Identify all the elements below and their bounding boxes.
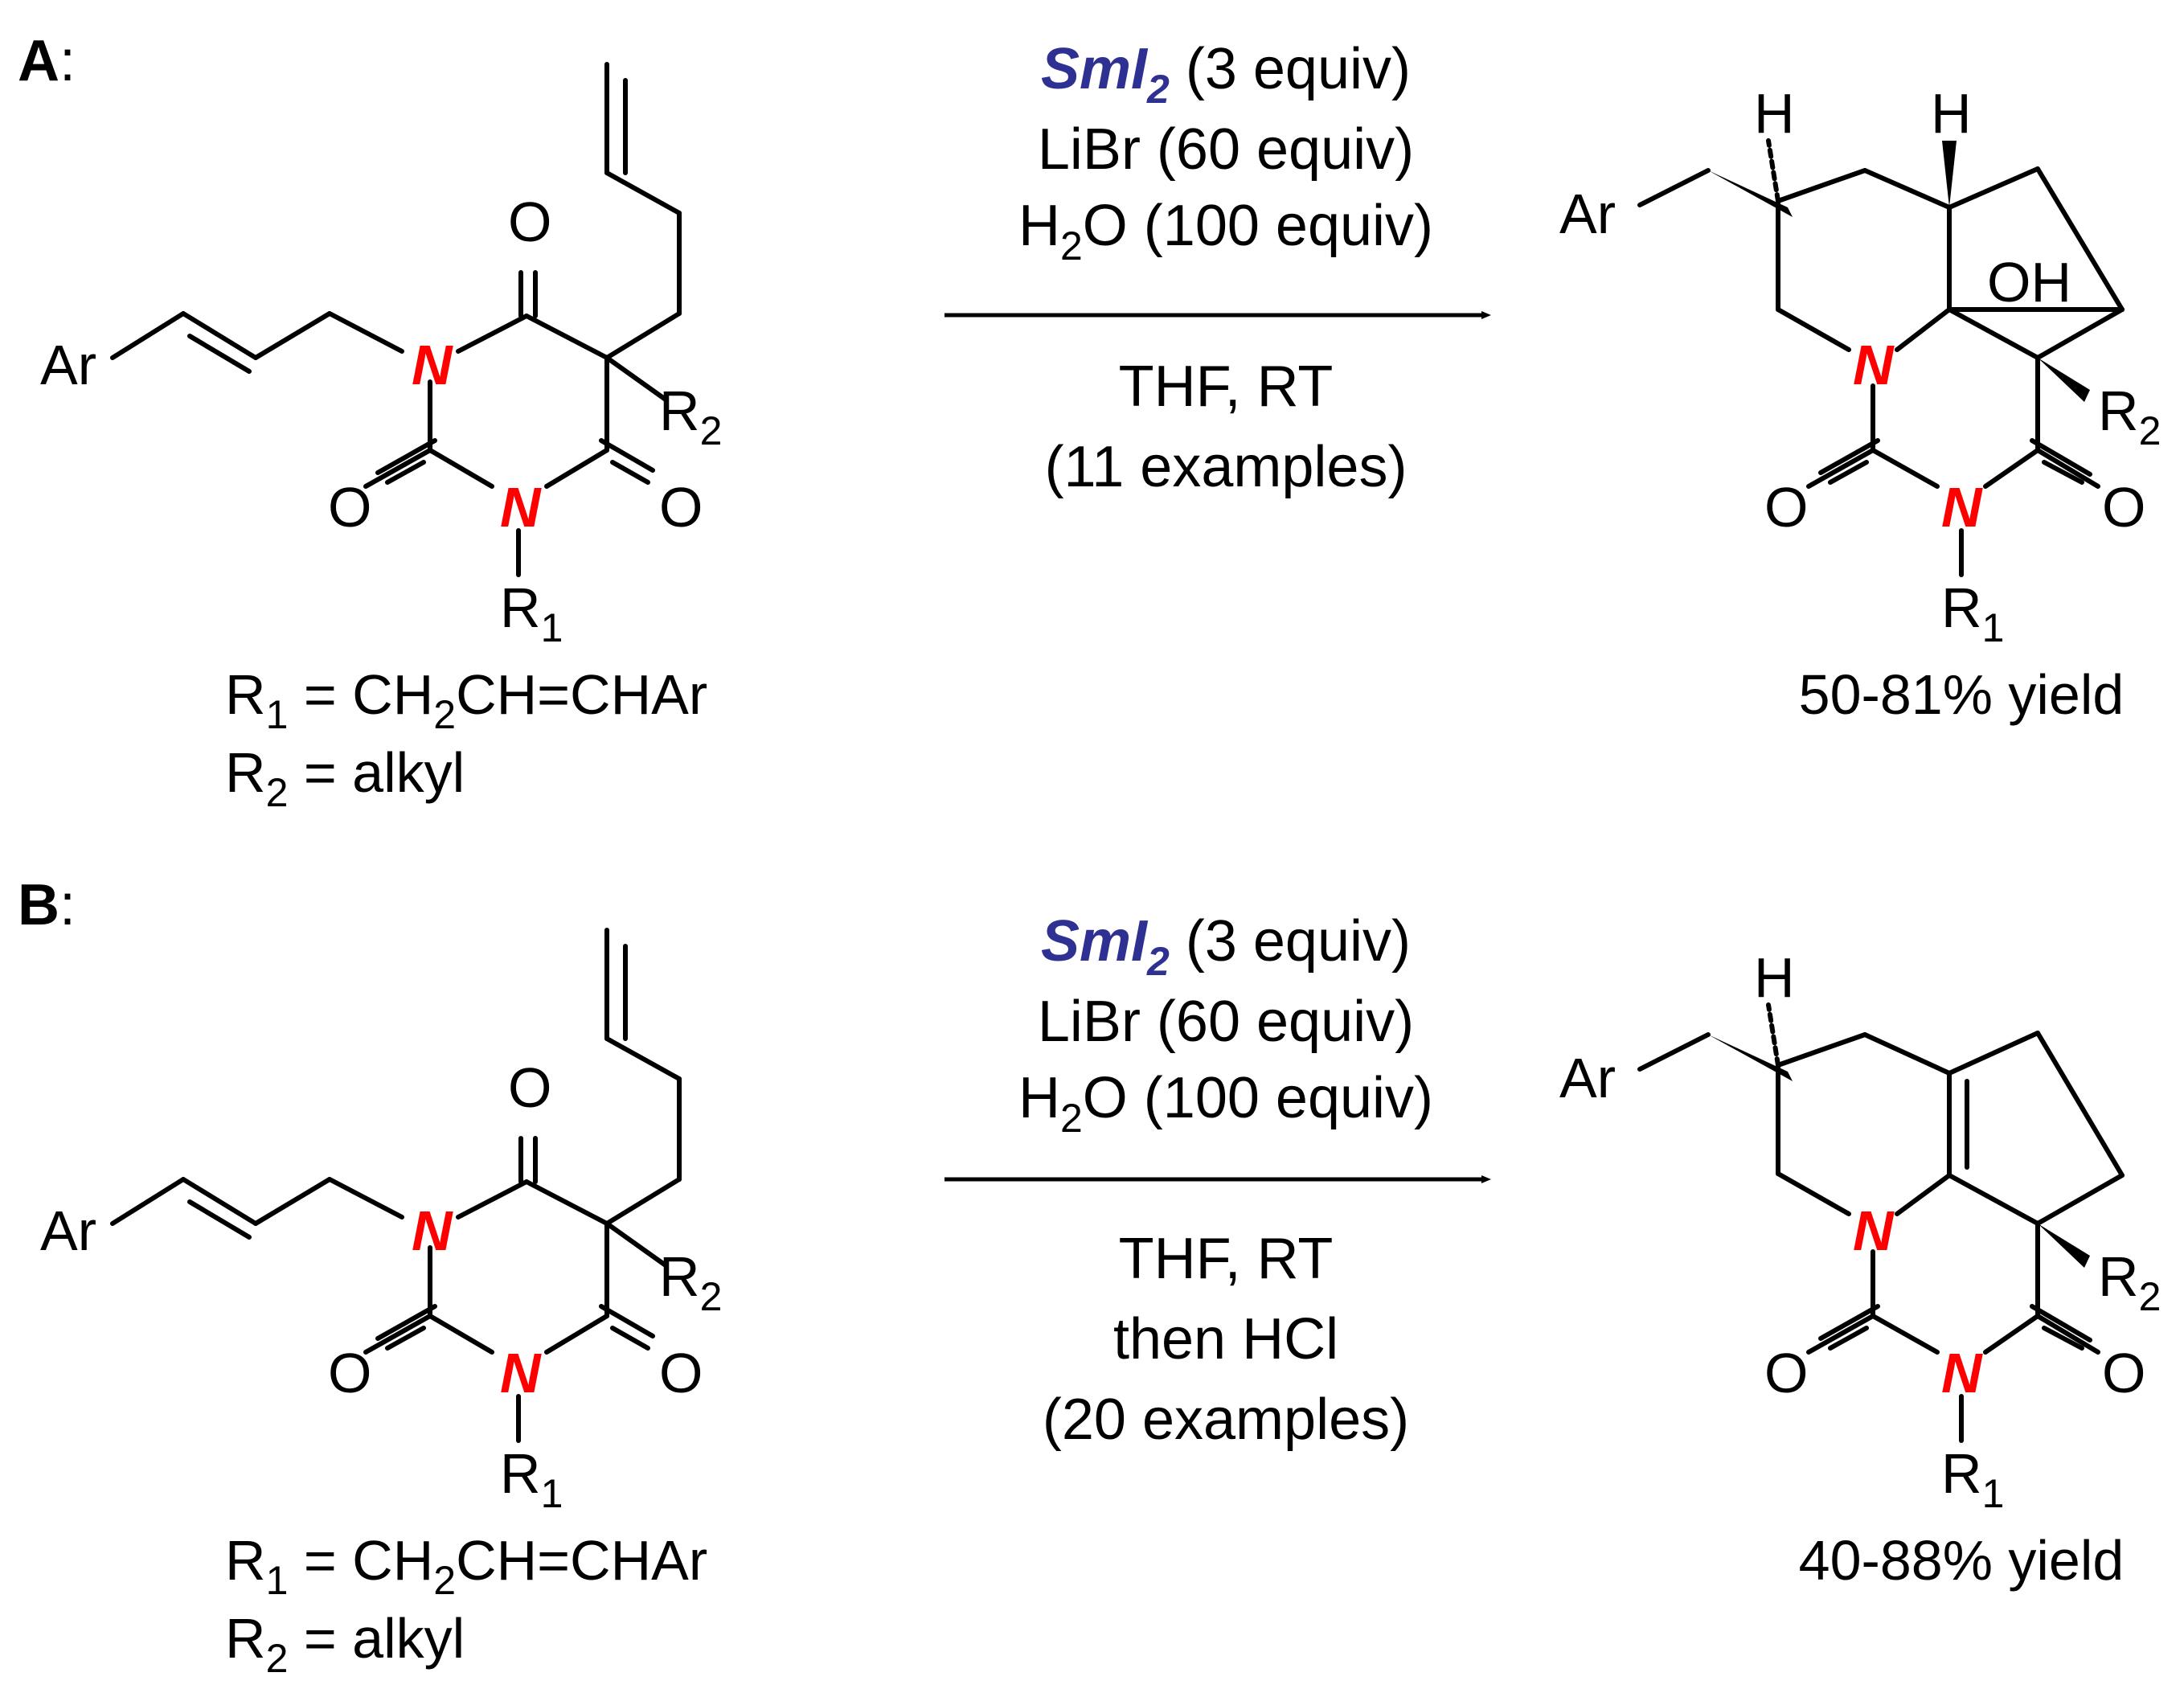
wedge-bond [2038,1224,2090,1268]
r1-substituent: R1 [500,576,563,650]
reactant-a-bonds [110,62,682,577]
examples-line: (11 examples) [1045,435,1408,499]
product-b-bonds [1637,1002,2125,1443]
panel-a: A: [18,29,2161,815]
r1-substituent: R1 [1941,1442,2004,1516]
product-b: Ar H N R2 O O N R1 40-88% yield [1559,946,2161,1592]
hydrogen-atom: H [1754,82,1795,145]
oxygen-atom: O [508,191,551,253]
r1-definition: R1 = CH2CH=CHAr [225,663,707,737]
hydrogen-atom: H [1754,946,1795,1009]
aryl-label: Ar [1559,1047,1616,1109]
water-line: H2O (100 equiv) [1018,1066,1433,1141]
panel-b-label: B: [18,873,76,937]
aryl-label: Ar [1559,182,1616,245]
conditions-b: SmI2 (3 equiv) LiBr (60 equiv) H2O (100 … [944,909,1491,1452]
workup-line: then HCl [1113,1307,1338,1371]
oxygen-atom: O [2102,1342,2145,1404]
solvent-line: THF, RT [1119,355,1334,419]
reactant-a: Ar N O R2 O O N R1 R1 = CH2CH=CHAr R2 = … [40,62,722,815]
reagent-line: SmI2 (3 equiv) [1041,909,1411,984]
hydrogen-atom: H [1931,82,1972,145]
oxygen-atom: O [2102,476,2145,539]
hydroxyl-group: OH [1987,251,2071,314]
nitrogen-atom: N [412,1199,453,1262]
aryl-label: Ar [40,334,96,396]
yield-label: 40-88% yield [1799,1529,2125,1592]
reactant-a-atoms: Ar N O R2 O O N R1 [40,191,722,650]
nitrogen-atom: N [1941,1342,1983,1404]
r2-substituent: R2 [2098,1245,2161,1319]
additive-line: LiBr (60 equiv) [1038,990,1414,1054]
r1-substituent: R1 [1941,576,2004,650]
panel-b: B: [18,873,2161,1681]
wedge-bond [1942,141,1957,207]
product-b-atoms: Ar H N R2 O O N R1 [1559,946,2161,1516]
wedge-bond [1708,170,1793,217]
water-line: H2O (100 equiv) [1018,194,1433,269]
panel-a-label: A: [18,29,76,93]
additive-line: LiBr (60 equiv) [1038,117,1414,182]
r1-substituent: R1 [500,1442,563,1516]
nitrogen-atom: N [500,1342,542,1404]
aryl-label: Ar [40,1199,96,1262]
nitrogen-atom: N [1853,1199,1895,1262]
nitrogen-atom: N [500,476,542,539]
oxygen-atom: O [659,476,703,539]
solvent-line: THF, RT [1119,1227,1334,1291]
oxygen-atom: O [659,1342,703,1404]
r2-definition: R2 = alkyl [225,741,465,815]
r2-substituent: R2 [659,1245,722,1319]
r1-definition: R1 = CH2CH=CHAr [225,1529,707,1603]
product-a-atoms: Ar H H OH N R2 O O N R1 [1559,82,2161,650]
oxygen-atom: O [1764,476,1808,539]
oxygen-atom: O [508,1056,551,1119]
r2-substituent: R2 [2098,379,2161,453]
product-a-bonds [1637,138,2125,577]
yield-label: 50-81% yield [1799,663,2125,726]
nitrogen-atom: N [412,334,453,396]
product-a: Ar H H OH N R2 O O N R1 50-81% yield [1559,82,2161,726]
oxygen-atom: O [328,1342,371,1404]
oxygen-atom: O [328,476,371,539]
r2-substituent: R2 [659,379,722,453]
reactant-b: Ar N O R2 O O N R1 R1 = CH2CH=CHAr R2 = … [40,928,722,1681]
examples-line: (20 examples) [1043,1388,1409,1452]
conditions-a: SmI2 (3 equiv) LiBr (60 equiv) H2O (100 … [944,37,1491,499]
oxygen-atom: O [1764,1342,1808,1404]
reactant-b-atoms: Ar N O R2 O O N R1 [40,1056,722,1516]
reagent-line: SmI2 (3 equiv) [1041,37,1411,112]
wedge-bond [2038,358,2090,402]
nitrogen-atom: N [1941,476,1983,539]
wedge-bond [1708,1035,1793,1081]
nitrogen-atom: N [1853,334,1895,396]
reactant-b-bonds [110,928,682,1443]
r2-definition: R2 = alkyl [225,1607,465,1681]
